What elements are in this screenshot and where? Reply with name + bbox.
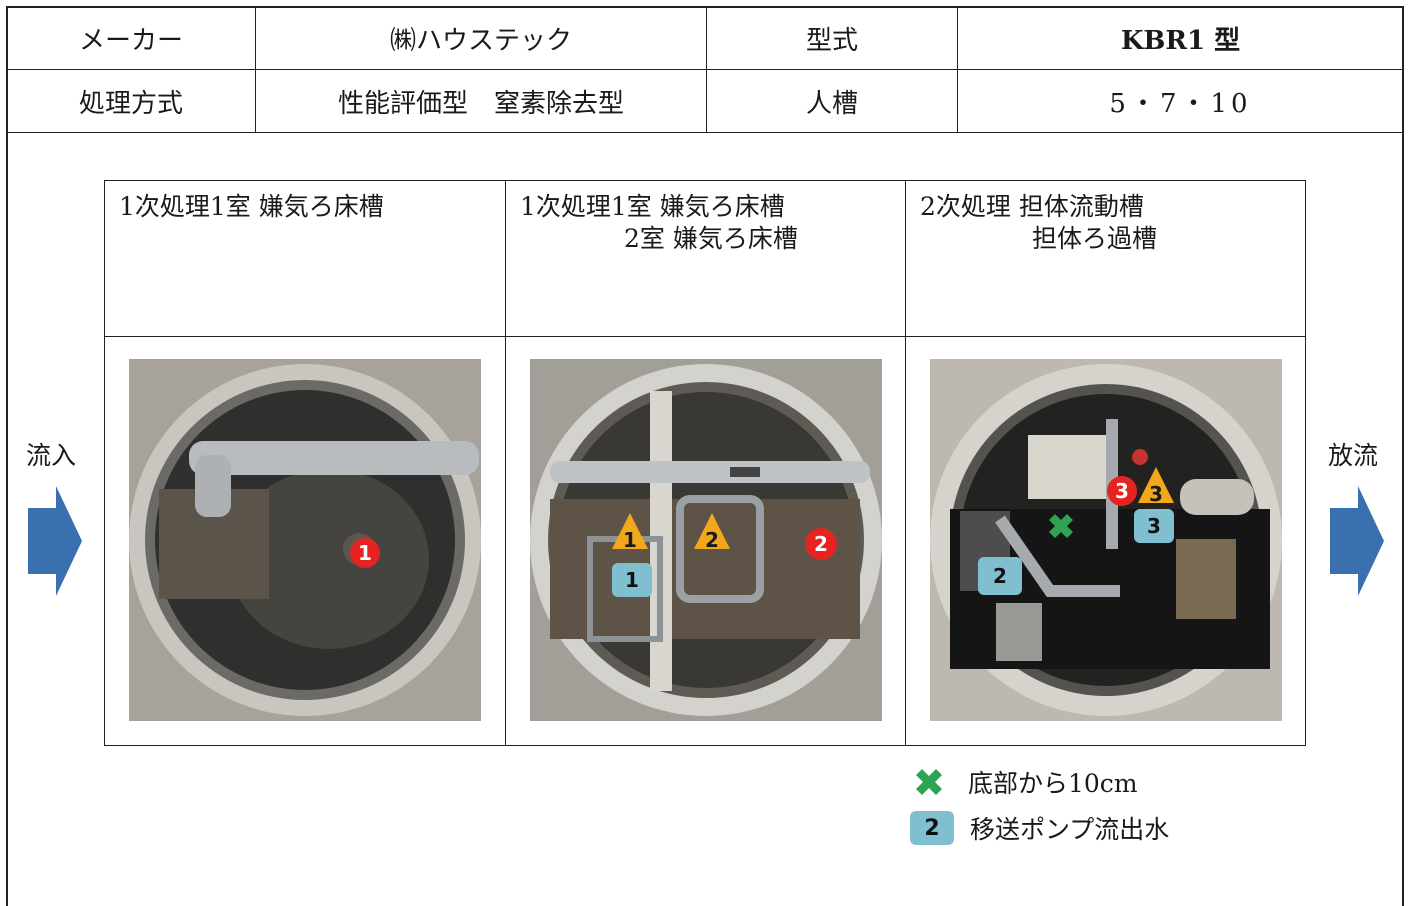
sample-point-square-3: 3 [1134,509,1174,543]
capacity-value: 5・7・10 [957,69,1404,133]
tank-photo-1 [129,359,481,721]
capacity-label: 人槽 [706,69,958,133]
legend-cross-text: 底部から10cm [968,769,1138,798]
marker-number: 1 [358,541,372,565]
caption-line1: 1次処理1室 嫌気ろ床槽 [520,192,785,221]
panel-secondary: 2次処理 担体流動槽 担体ろ過槽 3 3 3 [905,181,1305,745]
sample-point-square-2: 2 [978,557,1022,595]
marker-number: 3 [1115,479,1129,503]
sample-point-red-1: 1 [350,538,380,568]
outflow-label: 放流 [1328,441,1379,470]
spec-table: メーカー ㈱ハウステック 型式 KBR1 型 処理方式 性能評価型 窒素除去型 … [6,6,1404,133]
caption-line2: 担体ろ過槽 [1032,224,1158,253]
legend-square: 2 移送ポンプ流出水 [910,810,1169,846]
sample-point-triangle-1: 1 [612,513,648,551]
panel-primary-chamber1: 1次処理1室 嫌気ろ床槽 1 [105,181,505,745]
caption-line1: 2次処理 担体流動槽 [920,192,1144,221]
panel-caption: 2次処理 担体流動槽 担体ろ過槽 [906,181,1305,337]
panel-caption: 1次処理1室 嫌気ろ床槽 [105,181,505,337]
process-panels: 1次処理1室 嫌気ろ床槽 1 1次処理1室 嫌気ろ床槽 2室 嫌気ろ床槽 [104,180,1306,746]
outflow-arrow-icon [1330,486,1384,596]
sample-point-red-2: 2 [805,528,837,560]
sample-point-triangle-3: 3 [1138,467,1174,505]
model-value: KBR1 型 [957,6,1404,70]
sample-point-red-3: 3 [1107,476,1137,506]
maker-value: ㈱ハウステック [255,6,707,70]
panel-primary-chambers: 1次処理1室 嫌気ろ床槽 2室 嫌気ろ床槽 1 2 1 2 [505,181,905,745]
sample-point-triangle-2: 2 [694,513,730,551]
marker-number: 3 [1149,482,1163,505]
method-label: 処理方式 [6,69,256,133]
cross-icon [1049,514,1073,538]
sample-point-square-1: 1 [612,563,652,597]
caption-line1: 1次処理1室 嫌気ろ床槽 [119,192,384,221]
inflow-arrow-icon [28,486,82,596]
marker-number: 2 [705,528,719,551]
legend-square-text: 移送ポンプ流出水 [970,815,1170,844]
marker-number: 2 [814,532,828,556]
caption-line2: 2室 嫌気ろ床槽 [624,224,798,253]
panel-caption: 1次処理1室 嫌気ろ床槽 2室 嫌気ろ床槽 [506,181,905,337]
maker-label: メーカー [6,6,256,70]
marker-number: 1 [623,528,637,551]
model-label: 型式 [706,6,958,70]
method-value: 性能評価型 窒素除去型 [255,69,707,133]
cross-icon [916,769,942,795]
legend-cross: 底部から10cm [910,764,1138,800]
legend-square-badge: 2 [910,811,954,845]
tank-photo-3 [930,359,1282,721]
inflow-label: 流入 [26,441,77,470]
